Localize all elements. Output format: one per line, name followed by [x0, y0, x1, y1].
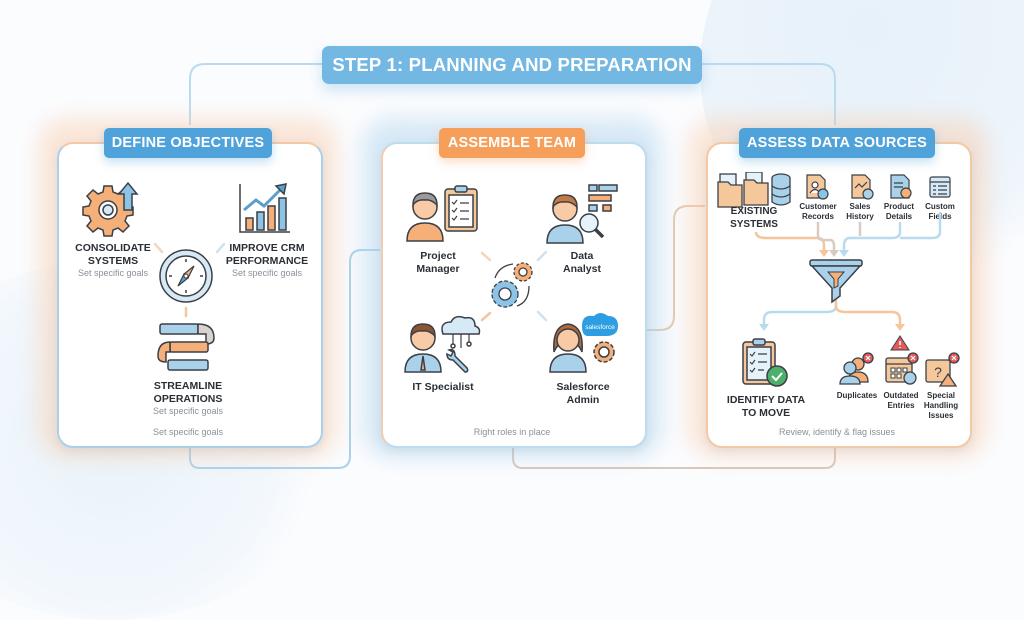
custom-fields-icon: [929, 176, 951, 198]
card-footer: Right roles in place: [473, 427, 551, 437]
customer-records-icon: [806, 174, 829, 200]
sales-history-icon: [851, 174, 874, 200]
salesforce-admin-icon: salesforce: [549, 313, 618, 373]
funnel-icon: [809, 259, 863, 304]
card-footer: Review, identify & flag issues: [778, 427, 896, 437]
objective-streamline-sub: Set specific goals: [152, 406, 224, 416]
card-footer: Set specific goals: [152, 427, 224, 437]
page-title: STEP 1: PLANNING AND PREPARATION: [322, 46, 702, 84]
role-it-specialist-label: IT Specialist: [412, 381, 474, 393]
data-analyst-icon: [546, 184, 618, 244]
issue-duplicates-label: Duplicates: [836, 391, 878, 400]
salesforce-badge: salesforce: [585, 324, 615, 331]
svg-text:?: ?: [934, 364, 942, 380]
warning-icon: [890, 335, 910, 351]
folders-database-icon: [717, 172, 791, 208]
special-handling-icon: ?: [925, 352, 960, 387]
section-title-define-objectives: DEFINE OBJECTIVES: [104, 128, 272, 158]
pipes-icon: [157, 323, 215, 371]
it-specialist-icon: [404, 315, 481, 373]
product-details-icon: [890, 174, 912, 199]
gears-cycle-icon: [491, 262, 533, 308]
compass-icon: [159, 249, 213, 303]
clipboard-check-icon: [742, 338, 788, 387]
calendar-outdated-icon: [885, 352, 919, 385]
section-title-assess-data-sources: ASSESS DATA SOURCES: [739, 128, 935, 158]
bar-chart-trend-icon: [239, 183, 290, 233]
section-title-assemble-team: ASSEMBLE TEAM: [439, 128, 585, 158]
gear-up-arrow-icon: [82, 181, 139, 237]
project-manager-icon: [406, 185, 478, 242]
objective-improve-sub: Set specific goals: [231, 268, 303, 278]
duplicates-icon: [839, 352, 874, 385]
objective-consolidate-sub: Set specific goals: [77, 268, 149, 278]
